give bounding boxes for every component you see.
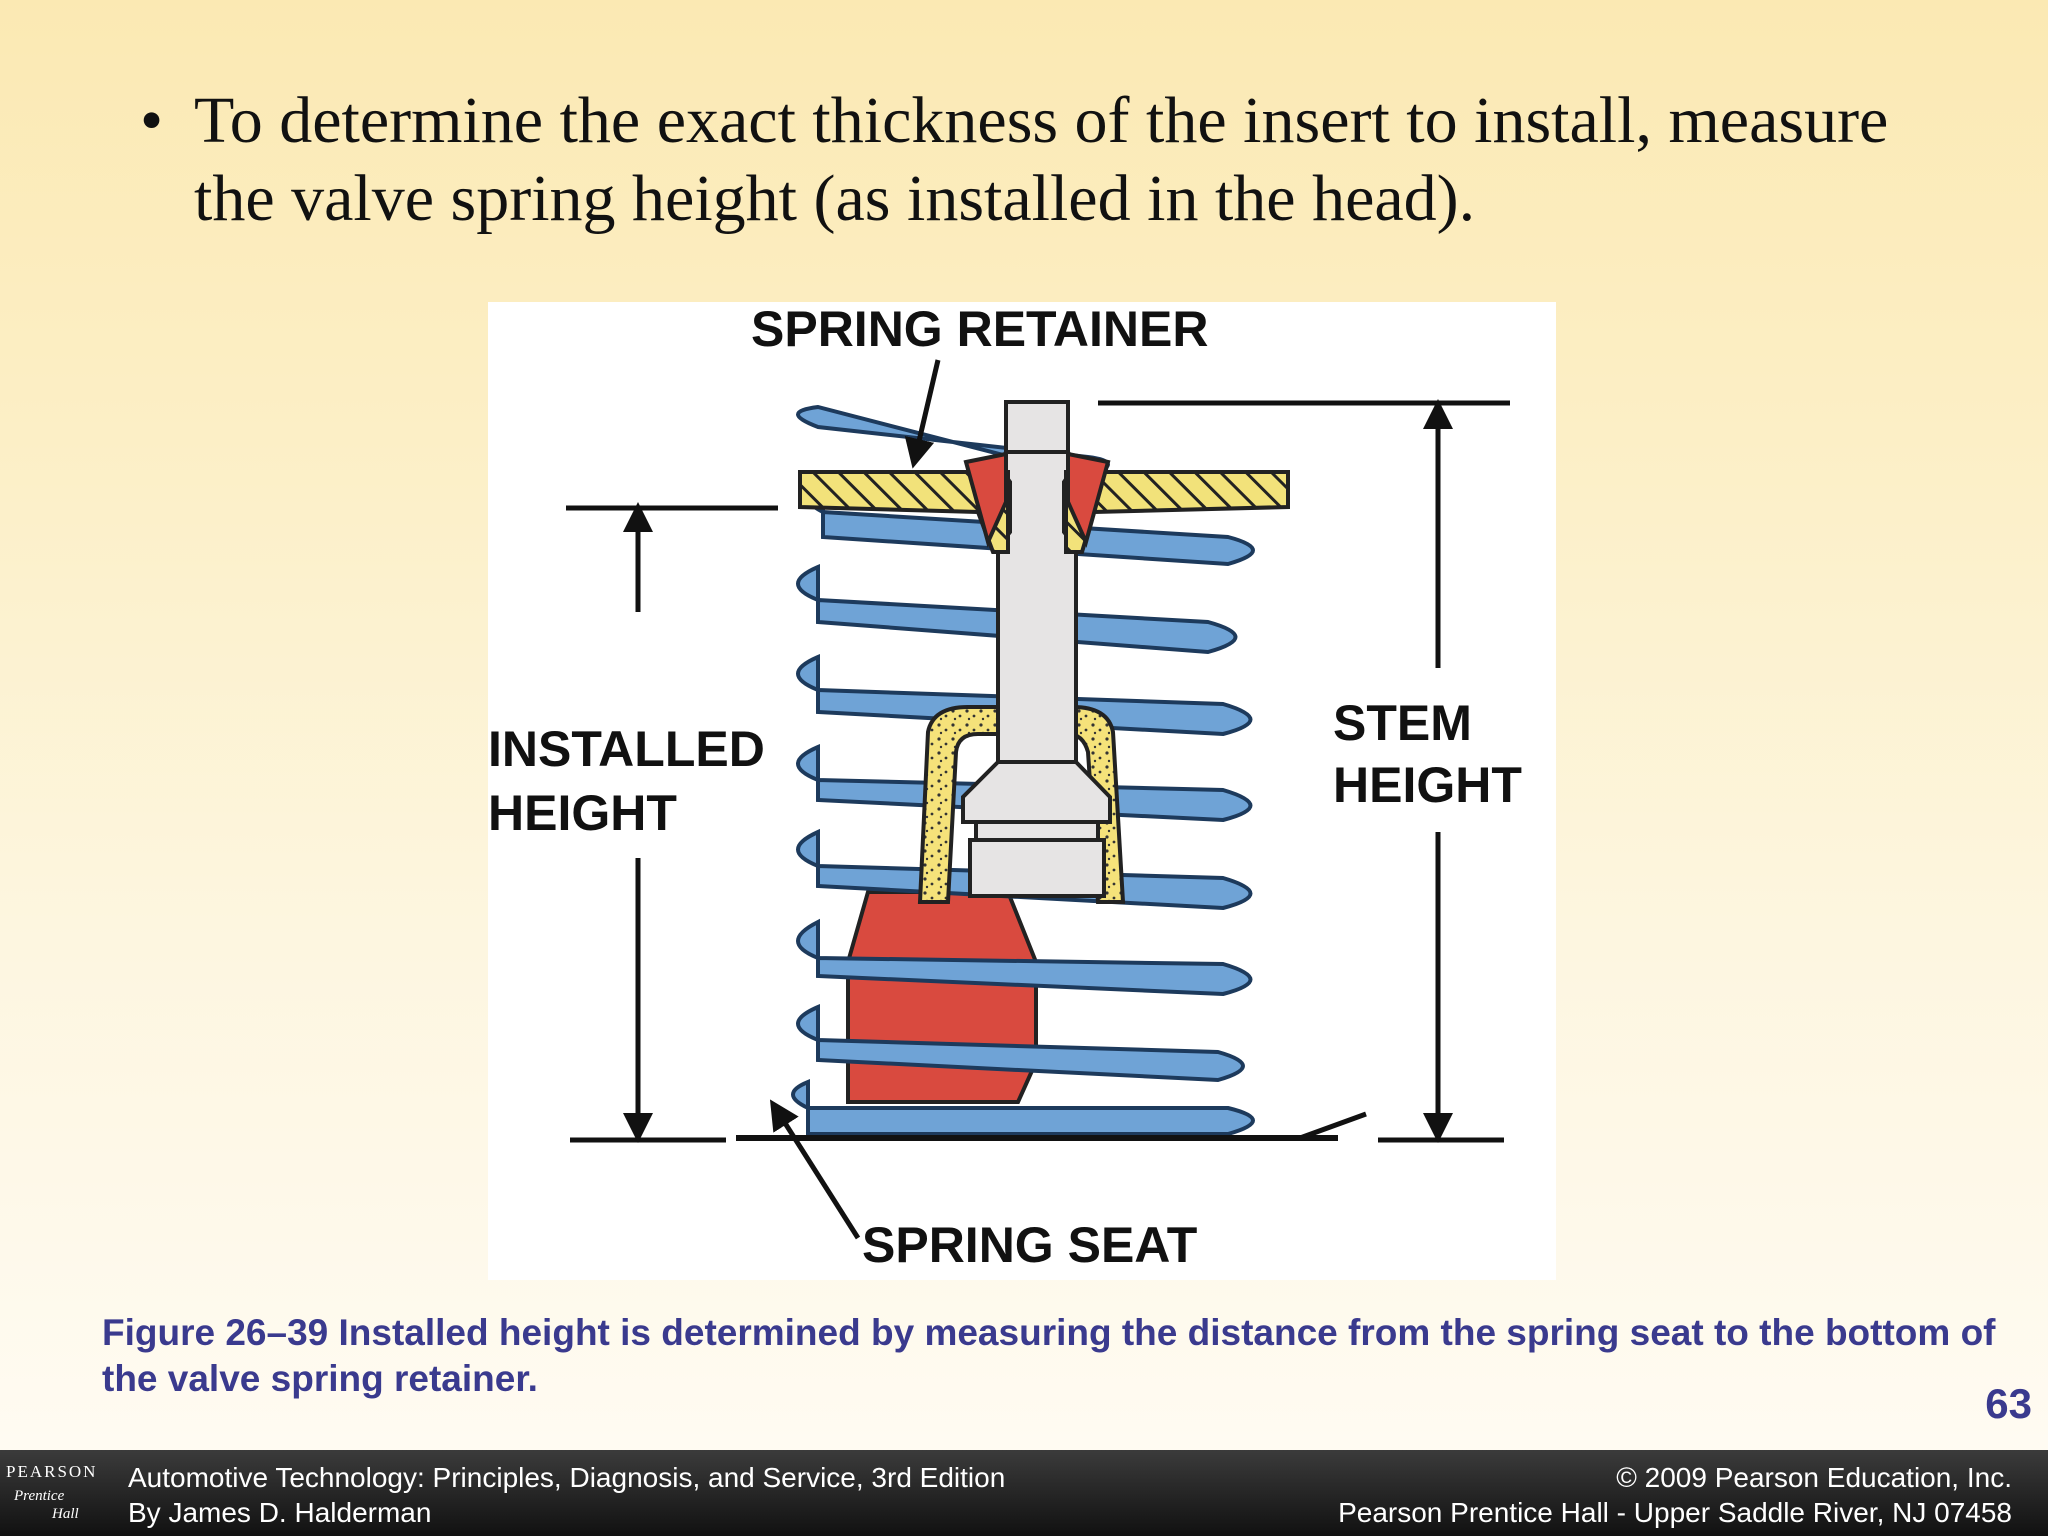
footer-book-info: Automotive Technology: Principles, Diagn… <box>128 1460 1005 1530</box>
spring-retainer-leader <box>904 359 941 469</box>
diagram-graphic <box>566 359 1510 1240</box>
spring-retainer-label: SPRING RETAINER <box>751 301 1209 357</box>
bullet-symbol: • <box>140 84 164 157</box>
book-title: Automotive Technology: Principles, Diagn… <box>128 1462 1006 1493</box>
installed-height-label-line2: HEIGHT <box>488 785 677 841</box>
installed-height-label-line1: INSTALLED <box>488 721 765 777</box>
spring-seat-label: SPRING SEAT <box>862 1217 1198 1273</box>
stem-height-label-line2: HEIGHT <box>1333 757 1522 813</box>
spring-seat-leader <box>769 1099 861 1240</box>
valve-keeper-left <box>963 451 1008 548</box>
publisher: Pearson Prentice Hall - Upper Saddle Riv… <box>1338 1497 2012 1528</box>
copyright: © 2009 Pearson Education, Inc. <box>1616 1462 2012 1493</box>
logo-pearson-text: PEARSON <box>6 1462 98 1481</box>
logo-prentice-text: Prentice <box>14 1488 65 1504</box>
valve-stem-tip <box>1004 400 1070 454</box>
pearson-prentice-hall-logo: PEARSON Prentice Hall <box>6 1462 98 1532</box>
bullet-text: To determine the exact thickness of the … <box>194 84 1889 235</box>
valve-keeper-right <box>1066 451 1111 548</box>
footer-publisher-info: © 2009 Pearson Education, Inc. Pearson P… <box>1338 1460 2012 1530</box>
slide-background: • To determine the exact thickness of th… <box>0 0 2048 1450</box>
valve-spring-diagram: SPRING RETAINER INSTALLED HEIGHT STEM HE… <box>488 301 1556 1280</box>
footer-bar: PEARSON Prentice Hall Automotive Technol… <box>0 1450 2048 1536</box>
stem-height-label-line1: STEM <box>1333 695 1472 751</box>
author: By James D. Halderman <box>128 1497 432 1528</box>
logo-hall-text: Hall <box>52 1506 79 1522</box>
figure-caption: Figure 26–39 Installed height is determi… <box>102 1312 1996 1399</box>
page-number: 63 <box>1985 1380 2032 1427</box>
